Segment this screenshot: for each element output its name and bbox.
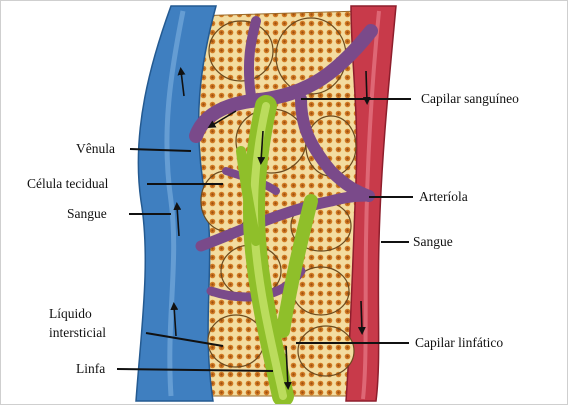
label-sangue-right: Sangue bbox=[413, 234, 453, 249]
label-arteriola: Arteríola bbox=[419, 189, 468, 204]
label-sangue-left: Sangue bbox=[67, 206, 107, 221]
label-capilar-linfatico: Capilar linfático bbox=[415, 335, 503, 350]
label-venula: Vênula bbox=[76, 141, 115, 156]
label-linfa: Linfa bbox=[76, 361, 105, 376]
label-liquido-line1: Líquido bbox=[49, 306, 92, 321]
label-liquido-line2: intersticial bbox=[49, 325, 106, 340]
label-celula-tecidual: Célula tecidual bbox=[27, 176, 109, 191]
label-capilar-sanguineo: Capilar sanguíneo bbox=[421, 91, 519, 106]
